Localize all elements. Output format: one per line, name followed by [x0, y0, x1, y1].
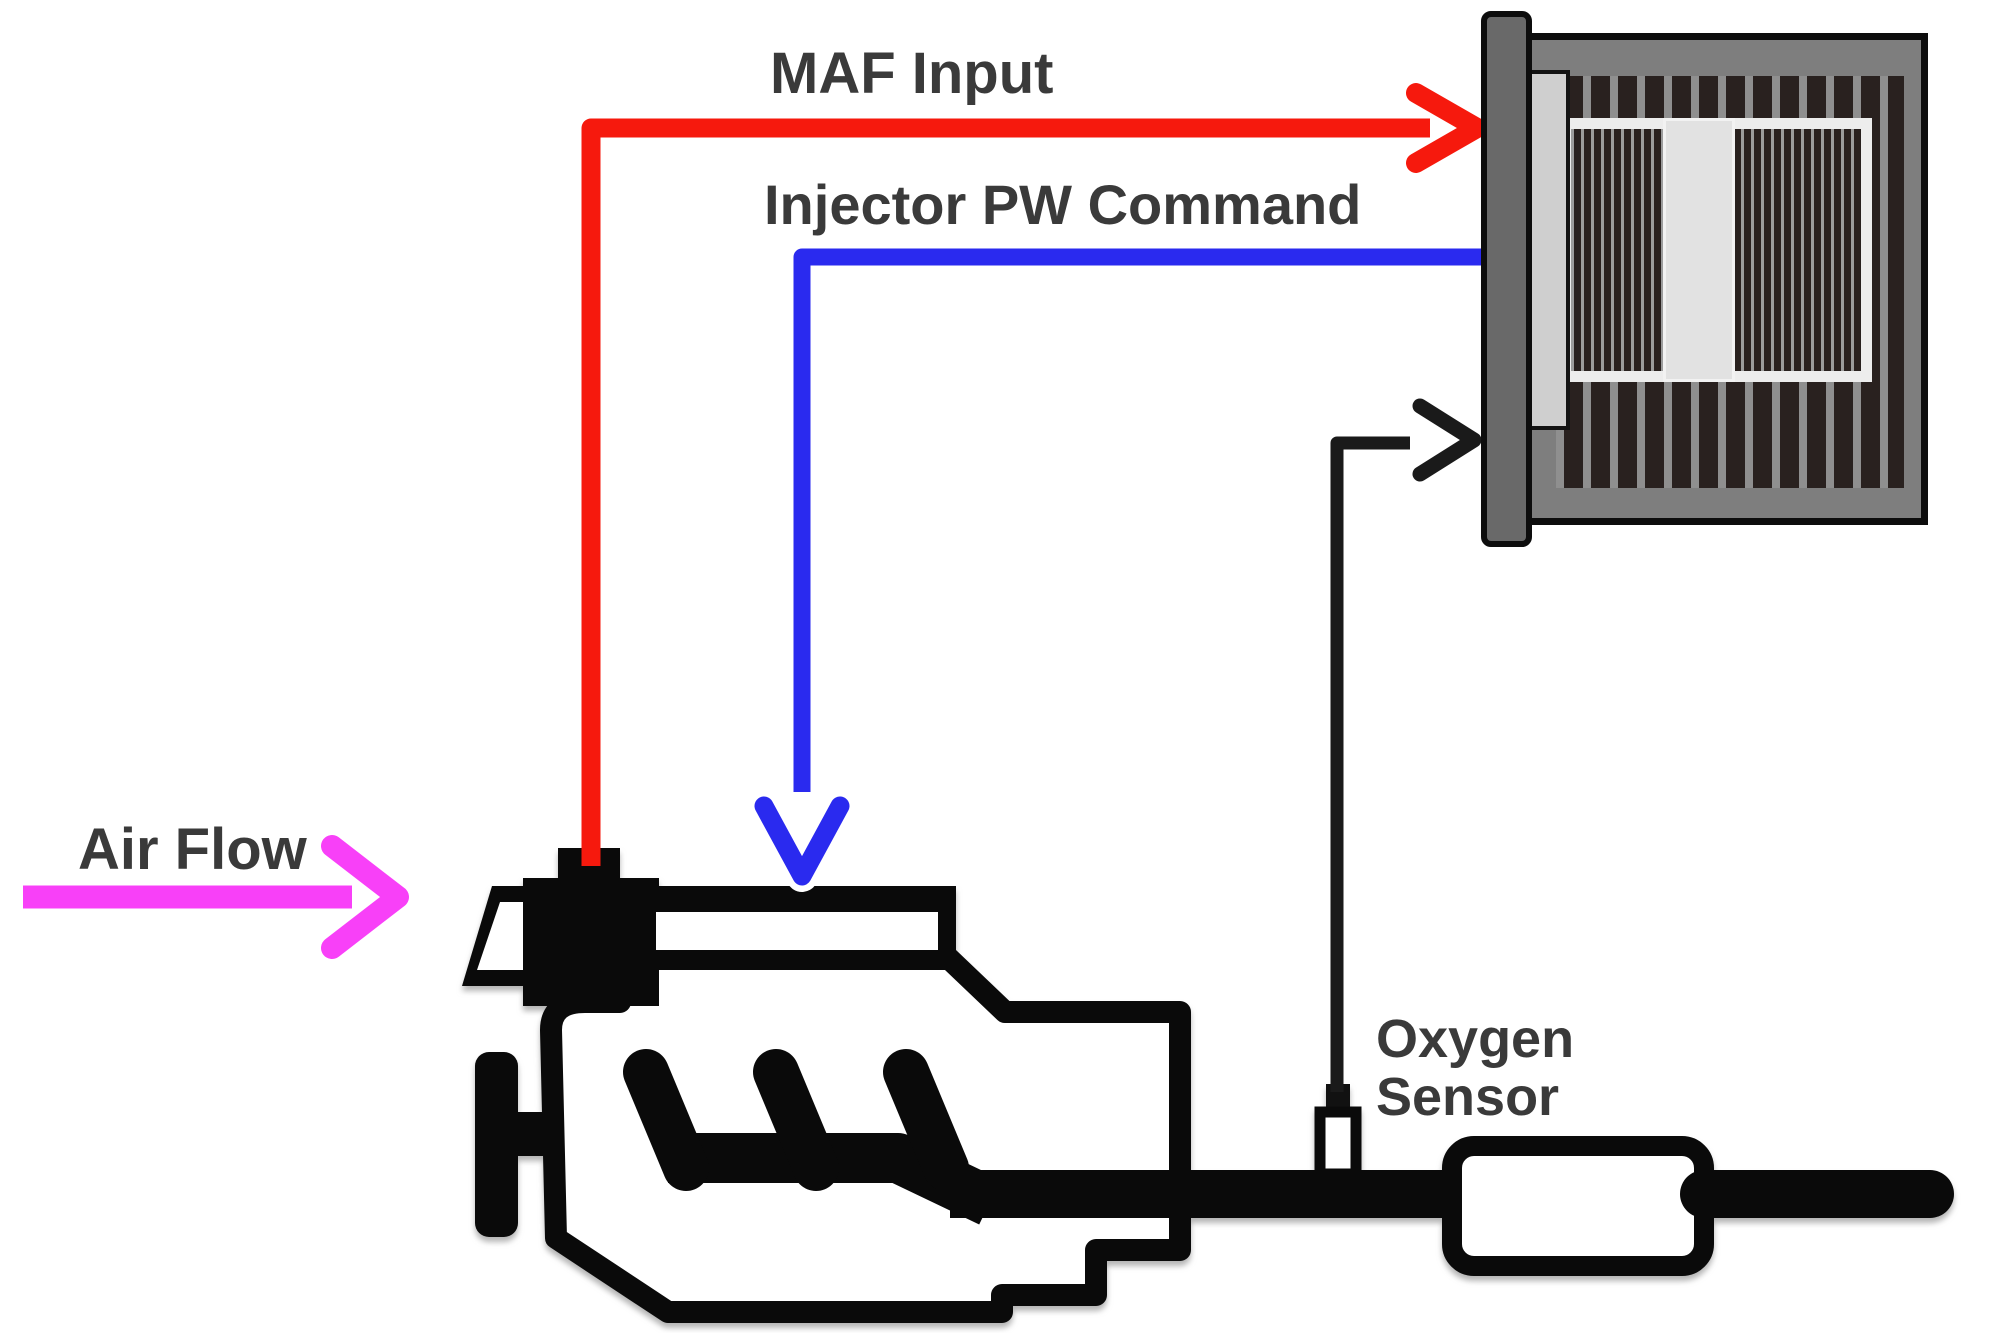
- airflow-arrowhead: [321, 835, 409, 959]
- injector-pw-casing: [787, 242, 1484, 792]
- oxygen-signal-arrowhead: [1412, 398, 1482, 482]
- air-intake-snout: [462, 886, 540, 986]
- oxygen-signal-wire: [1330, 436, 1410, 1092]
- maf-input-label: MAF Input: [770, 41, 1054, 106]
- ecu-center-slab: [1663, 118, 1735, 382]
- air-flow-label: Air Flow: [78, 817, 307, 882]
- muffler: [1442, 1136, 1714, 1276]
- oxygen-sensor-label-line1: Oxygen: [1376, 1009, 1575, 1069]
- injector-pw-arrowhead: [754, 796, 850, 886]
- oxygen-sensor-label-line2: Sensor: [1376, 1067, 1560, 1127]
- ecu-side-panel: [1526, 70, 1570, 430]
- oxygen-sensor: [1314, 1084, 1362, 1180]
- engine-mount-bracket: [475, 1052, 550, 1237]
- engine-assembly: [462, 848, 1954, 1323]
- oxygen-signal-arrow: [1330, 398, 1482, 1092]
- ecu-module: [1516, 33, 1928, 525]
- maf-input-arrowhead: [1406, 83, 1487, 173]
- maf-input-arrow: [581, 83, 1487, 866]
- intake-plenum: [638, 886, 956, 970]
- oxygen-sensor-label: Oxygen Sensor: [1376, 1010, 1574, 1126]
- injector-pw-line: [793, 248, 1484, 792]
- injector-pw-command-label: Injector PW Command: [764, 173, 1362, 236]
- injector-pw-arrow: [748, 242, 1484, 892]
- airflow-arrow: [23, 835, 409, 959]
- maf-input-line: [581, 118, 1430, 866]
- ecu-mounting-bracket: [1481, 11, 1532, 547]
- exhaust-pipe: [950, 1170, 1450, 1218]
